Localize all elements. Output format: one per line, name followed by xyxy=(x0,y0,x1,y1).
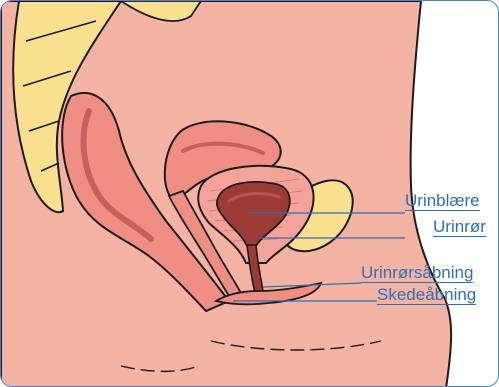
label-vaginal-opening: Skedeåbning xyxy=(377,285,476,305)
label-urethra: Urinrør xyxy=(433,217,486,237)
label-urethral-opening: Urinrørsåbning xyxy=(361,263,473,283)
label-bladder: Urinblære xyxy=(405,191,480,211)
